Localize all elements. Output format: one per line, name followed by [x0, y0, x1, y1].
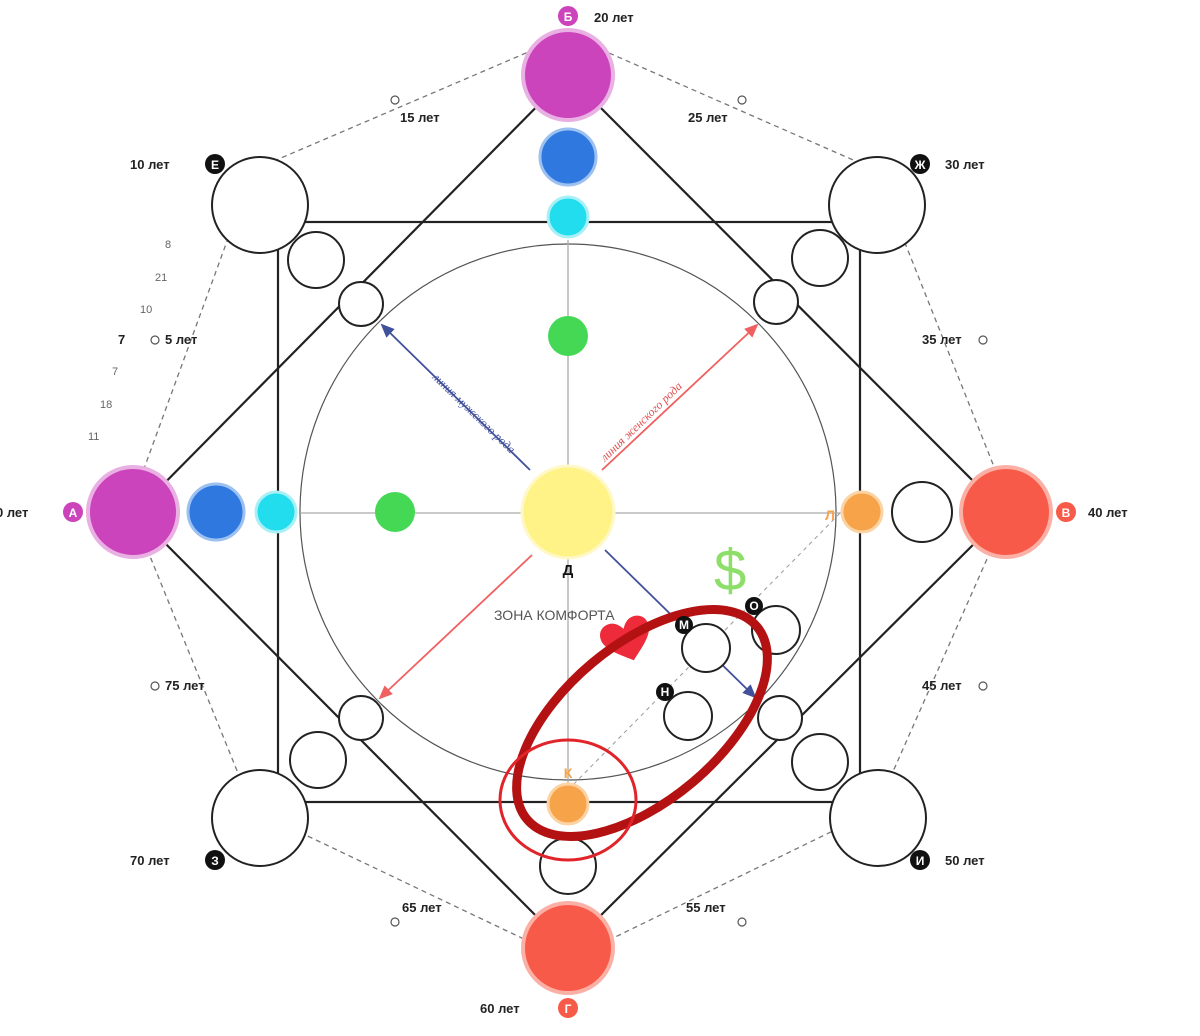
label-L: Л — [825, 507, 835, 523]
age-label-E: 10 лет — [130, 157, 170, 172]
badge-E: Е — [205, 154, 225, 174]
circle-e-2 — [287, 231, 345, 289]
age-label-G: 60 лет — [480, 1001, 520, 1016]
circle-G — [521, 901, 615, 995]
age-label-A: 0 лет — [0, 505, 28, 520]
badge-G: Г — [558, 998, 578, 1018]
badge-N: Н — [656, 683, 674, 701]
age-label-Z: 70 лет — [130, 853, 170, 868]
circle-i-3 — [757, 695, 803, 741]
badge-O: О — [745, 597, 763, 615]
comfort-zone-label: ЗОНА КОМФОРТА — [494, 607, 615, 623]
age-label-left-upper: 5 лет — [165, 332, 197, 347]
male-line-label: линия мужского рода — [429, 369, 518, 456]
svg-text:Е: Е — [211, 158, 219, 172]
label-K: К — [564, 765, 573, 781]
circle-Zh — [828, 156, 926, 254]
age-label-right-lower: 45 лет — [922, 678, 962, 693]
age-marker — [390, 917, 400, 927]
badge-A: А — [63, 502, 83, 522]
circle-Z — [211, 769, 309, 867]
svg-text:Б: Б — [564, 10, 573, 24]
svg-text:В: В — [1062, 506, 1071, 520]
circle-zh-2 — [791, 229, 849, 287]
age-label-top-right: 25 лет — [688, 110, 728, 125]
circle-K — [546, 782, 590, 826]
circle-b-green — [548, 316, 588, 356]
age-label-B: 20 лет — [594, 10, 634, 25]
age-marker — [737, 95, 747, 105]
circle-zh-3 — [753, 279, 799, 325]
age-marker — [390, 95, 400, 105]
side-number: 8 — [165, 239, 171, 251]
age-label-bottom-left: 65 лет — [402, 900, 442, 915]
svg-text:М: М — [679, 618, 689, 632]
female-line-arrow — [601, 323, 759, 471]
circle-i-2 — [791, 733, 849, 791]
circle-g-white — [539, 837, 597, 895]
circle-b-blue — [538, 127, 598, 187]
highlight-circle-K — [498, 738, 638, 862]
circle-v-white — [891, 481, 953, 543]
circle-E — [211, 156, 309, 254]
age-label-Zh: 30 лет — [945, 157, 985, 172]
svg-text:З: З — [211, 854, 219, 868]
badge-M: М — [675, 616, 693, 634]
age-marker — [978, 335, 988, 345]
badge-B: Б — [558, 6, 578, 26]
svg-text:Ж: Ж — [914, 158, 926, 172]
age-label-right-upper: 35 лет — [922, 332, 962, 347]
label-D: Д — [563, 562, 574, 579]
circle-V — [959, 465, 1053, 559]
badge-Zh: Ж — [910, 154, 930, 174]
circle-a-blue — [186, 482, 246, 542]
svg-text:И: И — [916, 854, 925, 868]
badge-Z: З — [205, 850, 225, 870]
age-label-I: 50 лет — [945, 853, 985, 868]
age-label-top-left: 15 лет — [400, 110, 440, 125]
side-number: 11 — [88, 431, 99, 443]
dollar-icon: $ — [714, 538, 746, 603]
highlight-ellipse — [512, 605, 772, 841]
circle-b-cyan — [546, 195, 590, 239]
age-marker — [150, 681, 160, 691]
side-number: 18 — [100, 399, 112, 411]
svg-text:Г: Г — [565, 1002, 572, 1016]
badge-I: И — [910, 850, 930, 870]
side-number: 21 — [155, 272, 167, 284]
circle-z-2 — [289, 731, 347, 789]
male-line-arrow — [380, 323, 531, 471]
circle-L — [840, 490, 884, 534]
circle-D-center — [520, 464, 616, 560]
side-number: 7 — [112, 366, 118, 378]
circle-B — [521, 28, 615, 122]
circle-M — [681, 623, 731, 673]
circle-I — [829, 769, 927, 867]
age-label-bottom-right: 55 лет — [686, 900, 726, 915]
circle-a-cyan — [254, 490, 298, 534]
age-marker — [150, 335, 160, 345]
badge-V: В — [1056, 502, 1076, 522]
age-marker — [978, 681, 988, 691]
svg-text:А: А — [69, 506, 78, 520]
age-label-V: 40 лет — [1088, 505, 1128, 520]
circle-z-3 — [338, 695, 384, 741]
money-line — [567, 504, 849, 791]
circle-e-3 — [338, 281, 384, 327]
age-label-left-lower: 75 лет — [165, 678, 205, 693]
circle-a-green — [375, 492, 415, 532]
svg-text:О: О — [749, 599, 758, 613]
female-line-label: линия женского рода — [597, 379, 685, 465]
age-marker — [737, 917, 747, 927]
svg-text:Н: Н — [661, 685, 670, 699]
side-number: 7 — [118, 332, 125, 347]
lower-left-arrow — [378, 554, 533, 700]
side-number: 10 — [140, 304, 152, 316]
circle-N — [663, 691, 713, 741]
circle-A — [86, 465, 180, 559]
